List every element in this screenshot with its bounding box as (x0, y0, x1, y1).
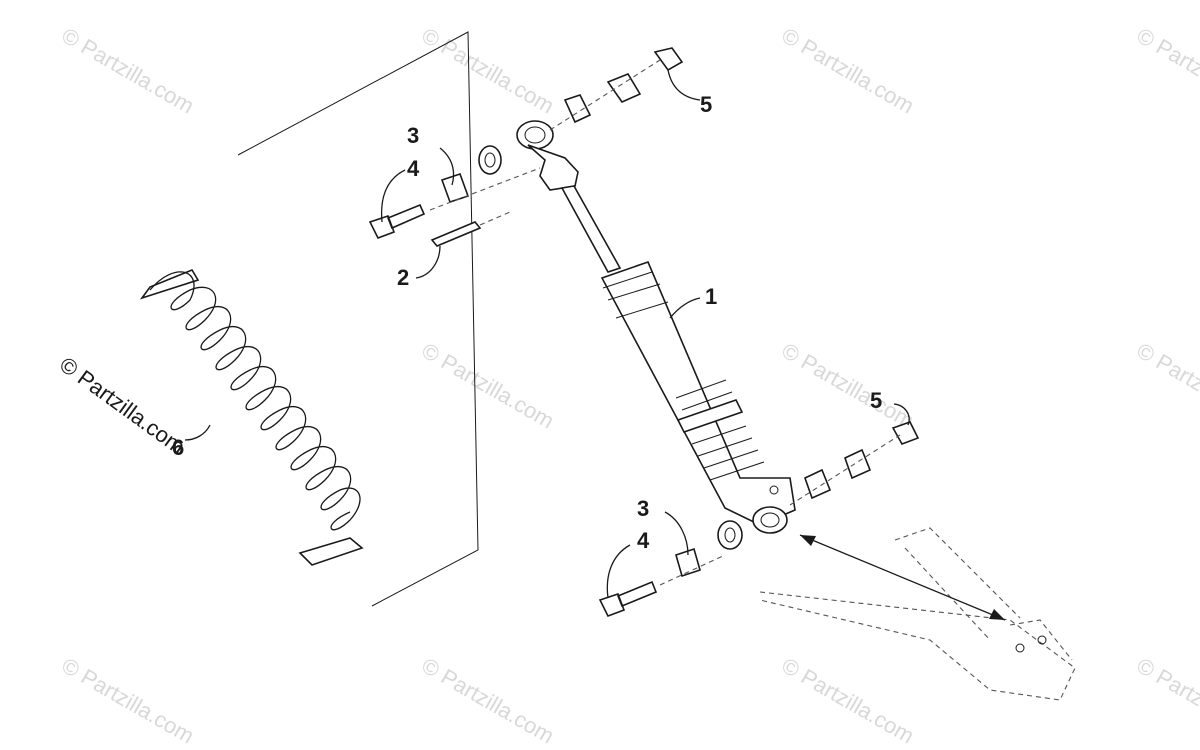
spring-coils (149, 271, 361, 531)
watermark-tile: © Partzilla.com (58, 23, 199, 119)
callout-2: 2 (397, 265, 409, 290)
watermark-tile: © Partzilla.com (778, 653, 919, 749)
watermark-tiles: © Partzilla.com © Partzilla.com © Partzi… (58, 23, 1200, 749)
a-arm-mount-hole (1015, 643, 1025, 653)
mount-arrow (799, 534, 1006, 621)
watermark-tile: © Partzilla.com (778, 338, 919, 434)
shock-body (600, 260, 796, 526)
shock-adjuster-knob (769, 485, 779, 495)
callout-5-lower: 5 (870, 388, 882, 413)
spring-bottom-end (298, 537, 364, 566)
callout-1: 1 (705, 284, 717, 309)
spring-group-frame (237, 31, 479, 607)
callouts: 1 2 3 4 5 6 3 4 5 (172, 92, 882, 553)
shock-lower-eye-hole (760, 512, 780, 528)
watermark-tile: © Partzilla.com (418, 653, 559, 749)
shock-rod (560, 185, 622, 273)
a-arm-mount-hole (1037, 635, 1047, 645)
watermark-tile: © Partzilla.com (58, 653, 199, 749)
callout-5-upper: 5 (700, 92, 712, 117)
upper-spacer (606, 73, 642, 103)
upper-bolt (368, 203, 426, 240)
watermark-tile: © Partzilla.com (1133, 23, 1200, 119)
leader-lines (184, 69, 910, 599)
shock-upper-mount (527, 144, 579, 191)
lower-bolt (598, 580, 658, 618)
lower-hardware (598, 421, 920, 618)
watermark-tile: © Partzilla.com (418, 23, 559, 119)
callout-3-upper: 3 (407, 123, 419, 148)
lower-nut (891, 421, 920, 445)
callout-4-upper: 4 (407, 156, 420, 181)
watermark-main: © Partzilla.com (55, 352, 190, 459)
upper-hardware (368, 47, 684, 247)
upper-washer-right (563, 94, 592, 124)
watermark-tile: © Partzilla.com (778, 23, 919, 119)
lower-washer-right (804, 468, 832, 500)
shock-absorber (516, 120, 796, 534)
upper-nut (653, 47, 684, 72)
lower-spacer (844, 448, 872, 480)
shock-upper-eye (516, 120, 554, 150)
callout-3-lower: 3 (637, 496, 649, 521)
watermark-tile: © Partzilla.com (1133, 338, 1200, 434)
shock-lower-eye (752, 506, 788, 534)
upper-pin (430, 221, 482, 247)
spring-top-end (139, 269, 200, 300)
a-arm-reference (759, 527, 1076, 701)
lower-washer-left (717, 520, 743, 550)
callout-6: 6 (172, 435, 184, 460)
spring (139, 269, 364, 566)
shock-threads (675, 379, 765, 481)
callout-4-lower: 4 (637, 528, 650, 553)
shock-upper-eye-hole (524, 126, 546, 144)
shock-cap-band (602, 271, 669, 319)
watermark-tile: © Partzilla.com (418, 338, 559, 434)
upper-washer-left (478, 145, 502, 175)
upper-bushing (440, 172, 470, 204)
watermark-tile: © Partzilla.com (1133, 653, 1200, 749)
